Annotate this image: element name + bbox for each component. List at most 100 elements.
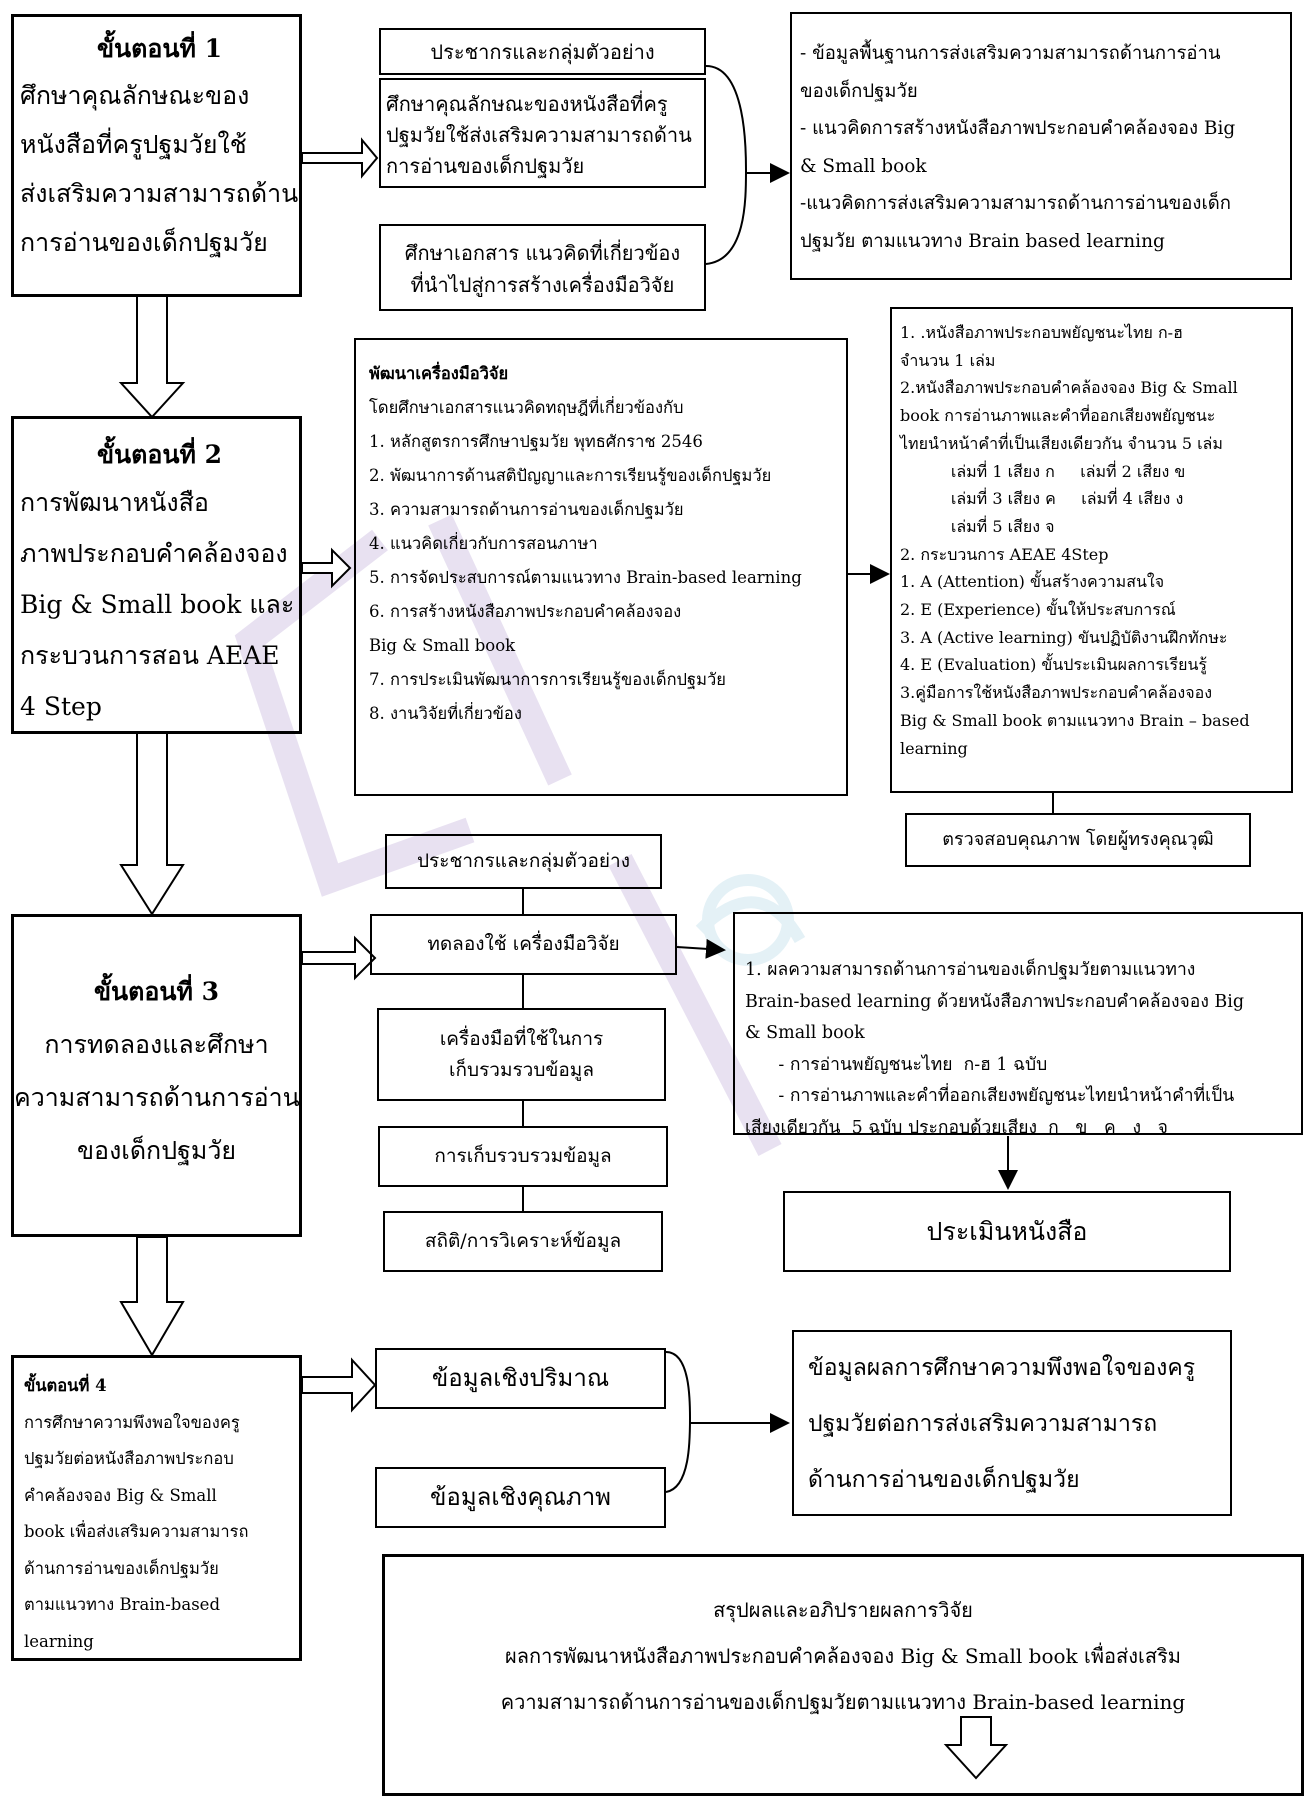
step2-output-line: 2.หนังสือภาพประกอบคำคล้องจอง Big & Small [900, 378, 1238, 398]
step2-dev-item: 6. การสร้างหนังสือภาพประกอบคำคล้องจอง [369, 602, 682, 621]
step3-population-label: ประชากรและกลุ่มตัวอย่าง [416, 850, 630, 872]
step1-population-label: ประชากรและกลุ่มตัวอย่าง [430, 40, 655, 64]
step2-expert-check-box: ตรวจสอบคุณภาพ โดยผู้ทรงคุณวุฒิ [905, 813, 1251, 867]
step3-trial-label: ทดลองใช้ เครื่องมือวิจัย [427, 933, 620, 955]
step1-study-line: ปฐมวัยใช้ส่งเสริมความสามารถด้าน [386, 123, 692, 147]
step2-output-box: 1. .หนังสือภาพประกอบพยัญชนะไทย ก-ฮ จำนวน… [890, 307, 1293, 793]
step3-result-line: เสียงเดียวกัน 5 ฉบับ ประกอบด้วยเสียง ก ข… [745, 1117, 1168, 1138]
step2-output-line: 1. A (Attention) ขั้นสร้างความสนใจ [900, 572, 1165, 592]
step2-expert-check-label: ตรวจสอบคุณภาพ โดยผู้ทรงคุณวุฒิ [942, 829, 1214, 850]
step2-output-line: Big & Small book ตามแนวทาง Brain – based [900, 710, 1250, 730]
step3-description: การทดลองและศึกษา ความสามารถด้านการอ่าน ข… [14, 1018, 300, 1177]
step3-collect-box: การเก็บรวบรวมข้อมูล [378, 1126, 668, 1187]
step3-result-line: - การอ่านพยัญชนะไทย ก-ฮ 1 ฉบับ [745, 1054, 1048, 1075]
step2-title: ขั้นตอนที่ 2 [96, 440, 223, 469]
step2-box: ขั้นตอนที่ 2 การพัฒนาหนังสือ ภาพประกอบคำ… [11, 416, 302, 734]
step3-result-box: 1. ผลความสามารถด้านการอ่านของเด็กปฐมวัยต… [733, 912, 1303, 1138]
step3-population-box: ประชากรและกลุ่มตัวอย่าง [385, 834, 662, 889]
step3-line: ของเด็กปฐมวัย [76, 1136, 237, 1165]
step1-documents-line: ที่นำไปสู่การสร้างเครื่องมือวิจัย [410, 273, 675, 297]
step3-stats-label: สถิติ/การวิเคราะห์ข้อมูล [424, 1230, 622, 1252]
step4-qualitative-box: ข้อมูลเชิงคุณภาพ [375, 1467, 666, 1528]
step2-output-line: เล่มที่ 3 เสียง ค เล่มที่ 4 เสียง ง [900, 489, 1184, 509]
step2-dev-item: Big & Small book [369, 636, 516, 655]
step3-tools-box: เครื่องมือที่ใช้ในการ เก็บรวมรวบข้อมูล [377, 1008, 666, 1101]
step2-output-line: ไทยนำหน้าคำที่เป็นเสียงเดียวกัน จำนวน 5 … [900, 433, 1223, 453]
step1-result-line: - แนวคิดการสร้างหนังสือภาพประกอบคำคล้องจ… [800, 118, 1236, 139]
step1-study-line: การอ่านของเด็กปฐมวัย [386, 154, 585, 178]
step2-output-line: 2. กระบวนการ AEAE 4Step [900, 544, 1109, 564]
step4-qualitative-label: ข้อมูลเชิงคุณภาพ [430, 1483, 611, 1511]
step3-line: การทดลองและศึกษา [44, 1030, 269, 1059]
summary-line: ผลการพัฒนาหนังสือภาพประกอบคำคล้องจอง Big… [504, 1644, 1181, 1668]
step1-result-line: ปฐมวัย ตามแนวทาง Brain based learning [800, 230, 1165, 252]
step2-output-line: learning [900, 738, 968, 758]
step4-line: ตามแนวทาง Brain-based [24, 1595, 221, 1614]
step2-dev-item: 8. งานวิจัยที่เกี่ยวข้อง [369, 704, 522, 723]
step2-dev-item: 5. การจัดประสบการณ์ตามแนวทาง Brain-based… [369, 568, 802, 587]
step1-result-line: - ข้อมูลพื้นฐานการส่งเสริมความสามารถด้าน… [800, 43, 1221, 64]
summary-line: ความสามารถด้านการอ่านของเด็กปฐมวัยตามแนว… [500, 1690, 1186, 1714]
step2-output-line: 2. E (Experience) ขั้นให้ประสบการณ์ [900, 600, 1176, 620]
step2-development-box: พัฒนาเครื่องมือวิจัย โดยศึกษาเอกสารแนวคิ… [354, 338, 848, 796]
step3-result-line: Brain-based learning ด้วยหนังสือภาพประกอ… [745, 991, 1245, 1012]
step2-output-line: 1. .หนังสือภาพประกอบพยัญชนะไทย ก-ฮ [900, 323, 1183, 342]
step2-output-line: book การอ่านภาพและคำที่ออกเสียงพยัญชนะ [900, 406, 1216, 426]
step2-dev-intro: โดยศึกษาเอกสารแนวคิดทฤษฎีที่เกี่ยวข้องกั… [369, 398, 684, 417]
step2-dev-item: 7. การประเมินพัฒนาการการเรียนรู้ของเด็กป… [369, 670, 726, 689]
step4-result-line: ข้อมูลผลการศึกษาความพึงพอใจของครู [808, 1355, 1196, 1381]
step1-study-line: ศึกษาคุณลักษณะของหนังสือที่ครู [386, 92, 668, 116]
step1-line: ศึกษาคุณลักษณะของ [20, 81, 250, 110]
step1-documents-box: ศึกษาเอกสาร แนวคิดที่เกี่ยวข้อง ที่นำไปส… [379, 224, 706, 311]
summary-line: สรุปผลและอภิปรายผลการวิจัย [713, 1598, 973, 1622]
step3-box: ขั้นตอนที่ 3 การทดลองและศึกษา ความสามารถ… [11, 914, 302, 1237]
step2-dev-item: 1. หลักสูตรการศึกษาปฐมวัย พุทธศักราช 254… [369, 432, 703, 451]
step1-result-box: - ข้อมูลพื้นฐานการส่งเสริมความสามารถด้าน… [790, 12, 1292, 280]
step2-dev-title: พัฒนาเครื่องมือวิจัย [369, 364, 509, 383]
step2-dev-item: 2. พัฒนาการด้านสติปัญญาและการเรียนรู้ของ… [369, 466, 772, 485]
step1-documents-line: ศึกษาเอกสาร แนวคิดที่เกี่ยวข้อง [404, 241, 681, 265]
step3-tools-line: เครื่องมือที่ใช้ในการ [439, 1028, 604, 1050]
step2-description: การพัฒนาหนังสือ ภาพประกอบคำคล้องจอง Big … [20, 477, 299, 732]
step1-title: ขั้นตอนที่ 1 [96, 34, 223, 63]
step2-output-line: เล่มที่ 5 เสียง จ [900, 516, 1055, 536]
step4-line: คำคล้องจอง Big & Small [24, 1485, 217, 1505]
step1-population-box: ประชากรและกลุ่มตัวอย่าง [379, 28, 706, 75]
step4-result-box: ข้อมูลผลการศึกษาความพึงพอใจของครู ปฐมวัย… [792, 1330, 1232, 1516]
step4-line: การศึกษาความพึงพอใจของครู [24, 1412, 240, 1432]
step4-line: book เพื่อส่งเสริมความสามารถ [24, 1522, 249, 1541]
step2-dev-item: 3. ความสามารถด้านการอ่านของเด็กปฐมวัย [369, 500, 684, 519]
summary-box: สรุปผลและอภิปรายผลการวิจัย ผลการพัฒนาหนั… [382, 1554, 1304, 1796]
step3-evaluate-label: ประเมินหนังสือ [926, 1217, 1088, 1246]
step3-result-line: - การอ่านภาพและคำที่ออกเสียงพยัญชนะไทยนำ… [745, 1086, 1235, 1106]
step3-collect-label: การเก็บรวบรวมข้อมูล [434, 1145, 612, 1167]
step3-tools-line: เก็บรวมรวบข้อมูล [449, 1059, 594, 1081]
step2-line: กระบวนการสอน AEAE [20, 641, 280, 670]
step2-line: ภาพประกอบคำคล้องจอง [20, 539, 288, 568]
step2-line: การพัฒนาหนังสือ [20, 488, 209, 517]
step1-result-line: ของเด็กปฐมวัย [800, 80, 918, 102]
step4-quantitative-box: ข้อมูลเชิงปริมาณ [375, 1348, 666, 1409]
step2-dev-item: 4. แนวคิดเกี่ยวกับการสอนภาษา [369, 534, 598, 553]
step2-line: 4 Step [20, 692, 102, 721]
step2-output-line: 3.คู่มือการใช้หนังสือภาพประกอบคำคล้องจอง [900, 683, 1213, 703]
step3-result-line: 1. ผลความสามารถด้านการอ่านของเด็กปฐมวัยต… [745, 960, 1196, 980]
step1-result-line: & Small book [800, 155, 927, 177]
step1-study-box: ศึกษาคุณลักษณะของหนังสือที่ครู ปฐมวัยใช้… [379, 78, 706, 188]
step2-output-line: 4. E (Evaluation) ขั้นประเมินผลการเรียนร… [900, 655, 1207, 675]
step4-result-line: ปฐมวัยต่อการส่งเสริมความสามารถ [808, 1411, 1158, 1437]
step2-output-line: 3. A (Active learning) ขันปฏิบัติงานฝึกท… [900, 627, 1228, 647]
step1-result-line: -แนวคิดการส่งเสริมความสามารถด้านการอ่านข… [800, 193, 1231, 214]
step3-line: ความสามารถด้านการอ่าน [14, 1083, 300, 1112]
step4-line: ปฐมวัยต่อหนังสือภาพประกอบ [24, 1449, 234, 1468]
step2-output-line: เล่มที่ 1 เสียง ก เล่มที่ 2 เสียง ข [900, 461, 1186, 481]
step1-description: ศึกษาคุณลักษณะของ หนังสือที่ครูปฐมวัยใช้… [20, 71, 299, 267]
step4-line: ด้านการอ่านของเด็กปฐมวัย [24, 1558, 219, 1578]
step3-title: ขั้นตอนที่ 3 [93, 977, 220, 1006]
step1-line: การอ่านของเด็กปฐมวัย [20, 228, 268, 257]
step1-box: ขั้นตอนที่ 1 ศึกษาคุณลักษณะของ หนังสือที… [11, 14, 302, 297]
step2-output-line: จำนวน 1 เล่ม [900, 350, 996, 370]
step4-quantitative-label: ข้อมูลเชิงปริมาณ [431, 1364, 610, 1392]
step3-evaluate-box: ประเมินหนังสือ [783, 1191, 1231, 1272]
